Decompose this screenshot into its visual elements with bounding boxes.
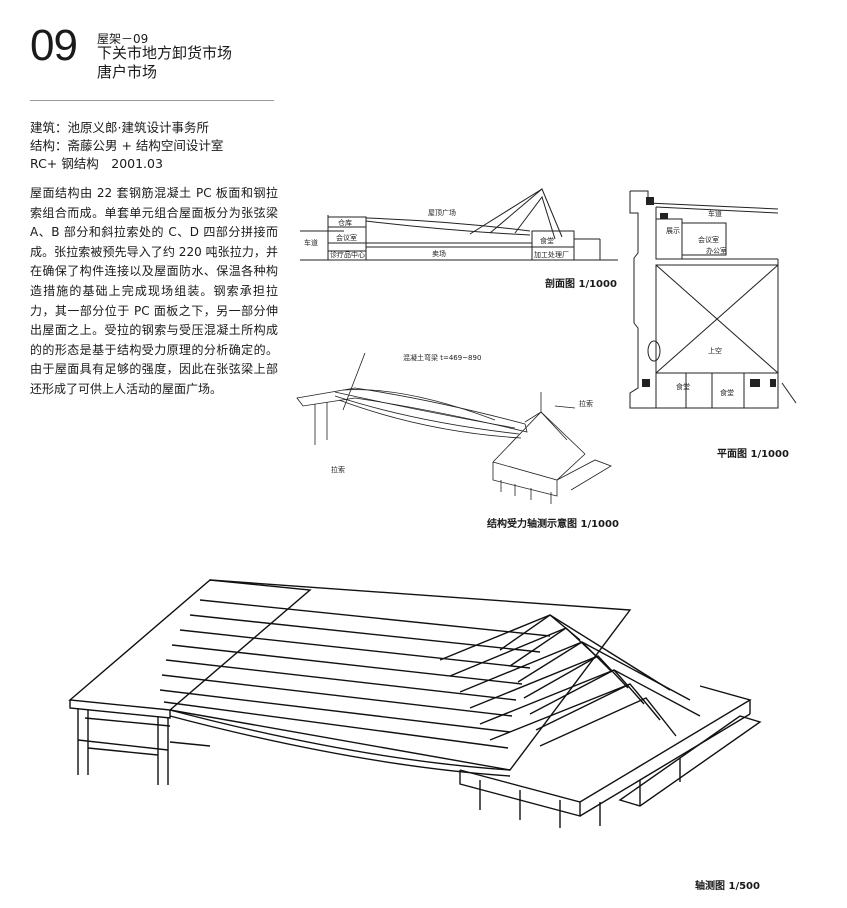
plan-drawing: 车道 展示 会议室 办公室 上空 食堂 食堂	[629, 190, 797, 409]
body-paragraph: 屋面结构由 22 套钢筋混凝土 PC 板面和钢拉索组合而成。单套单元组合屋面板分…	[30, 186, 278, 396]
plan-label-void: 上空	[708, 346, 722, 355]
plan-label-canteen-2: 食堂	[720, 388, 734, 397]
credit-architecture: 建筑：池原义郎·建筑设计事务所	[30, 120, 209, 135]
section-label-clinic: 诊疗品中心	[330, 250, 365, 259]
section-caption: 剖面图 1/1000	[545, 279, 617, 290]
section-label-meeting: 会议室	[336, 233, 357, 242]
plan-label-meeting: 会议室	[698, 235, 719, 244]
structure-diagram: 混凝土弯梁 t=469~890 拉索 拉索	[296, 352, 612, 504]
diagram-caption: 结构受力轴测示意图 1/1000	[487, 519, 619, 530]
plan-label-road: 车道	[708, 209, 722, 218]
diagram-label-cable-top: 拉索	[579, 399, 593, 408]
page-title-line1: 下关市地方卸货市场	[97, 44, 233, 62]
axo-caption: 轴测图 1/500	[695, 881, 760, 892]
section-drawing: 屋顶广场 仓库 会议室 诊疗品中心 车道 卖场 食堂 加工处理厂	[300, 188, 618, 261]
chapter-subtitle: 屋架－09	[97, 32, 149, 46]
diagram-label-cable-bottom: 拉索	[331, 465, 345, 474]
section-label-processing: 加工处理厂	[534, 250, 569, 259]
diagram-label-beam: 混凝土弯梁 t=469~890	[403, 353, 481, 362]
plan-label-exhibit: 展示	[666, 227, 680, 235]
credit-system: RC+ 钢结构 2001.03	[30, 156, 163, 171]
header-divider	[30, 100, 274, 101]
section-label-roof-plaza: 屋顶广场	[428, 208, 456, 217]
plan-label-canteen-1: 食堂	[676, 382, 690, 391]
credit-structure: 结构：斋藤公男 + 结构空间设计室	[30, 138, 224, 153]
axonometric-drawing	[68, 579, 762, 828]
page-title-line2: 唐户市场	[97, 63, 158, 81]
section-label-road: 车道	[304, 238, 318, 247]
plan-caption: 平面图 1/1000	[717, 449, 789, 460]
section-label-market: 卖场	[432, 249, 446, 258]
section-label-canteen: 食堂	[540, 236, 554, 245]
plan-label-office: 办公室	[706, 246, 727, 255]
section-label-warehouse: 仓库	[338, 218, 352, 227]
chapter-number: 09	[30, 21, 78, 70]
